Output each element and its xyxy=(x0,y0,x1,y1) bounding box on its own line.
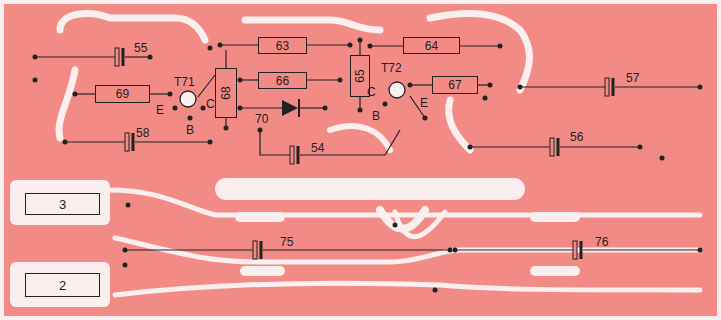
component-number: 3 xyxy=(59,198,66,211)
callout-number: 54 xyxy=(311,142,324,154)
resistor-symbol: 64 xyxy=(403,37,460,54)
resistor-symbol: 67 xyxy=(432,76,478,94)
callout-number: E xyxy=(156,104,164,116)
callout-number: C xyxy=(206,98,215,110)
callout-number: E xyxy=(420,97,428,109)
callout-number: 70 xyxy=(255,113,268,125)
resistor-symbol: 69 xyxy=(95,85,150,103)
component-number: 69 xyxy=(116,88,129,100)
callout-number: 76 xyxy=(595,236,608,248)
resistor-symbol: 68 xyxy=(215,68,237,118)
connector-pad: 3 xyxy=(25,193,100,215)
component-number: 2 xyxy=(59,279,66,292)
component-number: 67 xyxy=(448,79,461,91)
component-leads xyxy=(35,40,700,250)
component-number: 65 xyxy=(354,69,366,82)
capacitor-symbol xyxy=(115,48,613,259)
component-number: 63 xyxy=(276,40,289,52)
solder-pads xyxy=(33,38,703,293)
callout-number: B xyxy=(372,110,380,122)
resistor-symbol: 63 xyxy=(258,37,307,54)
callout-number: 58 xyxy=(136,127,149,139)
connector-pad: 2 xyxy=(25,273,100,297)
callout-number: 55 xyxy=(134,42,147,54)
component-number: 68 xyxy=(220,86,232,99)
resistor-symbol: 66 xyxy=(258,72,307,89)
callout-number: T71 xyxy=(174,76,195,88)
callout-number: B xyxy=(186,124,194,136)
callout-number: C xyxy=(367,86,376,98)
component-number: 64 xyxy=(425,40,438,52)
callout-number: 56 xyxy=(570,131,583,143)
board-gaps xyxy=(59,14,700,295)
callout-number: 75 xyxy=(280,236,293,248)
diode-symbol xyxy=(282,99,299,117)
callout-number: 57 xyxy=(626,72,639,84)
component-number: 66 xyxy=(276,75,289,87)
callout-number: T72 xyxy=(381,62,402,74)
